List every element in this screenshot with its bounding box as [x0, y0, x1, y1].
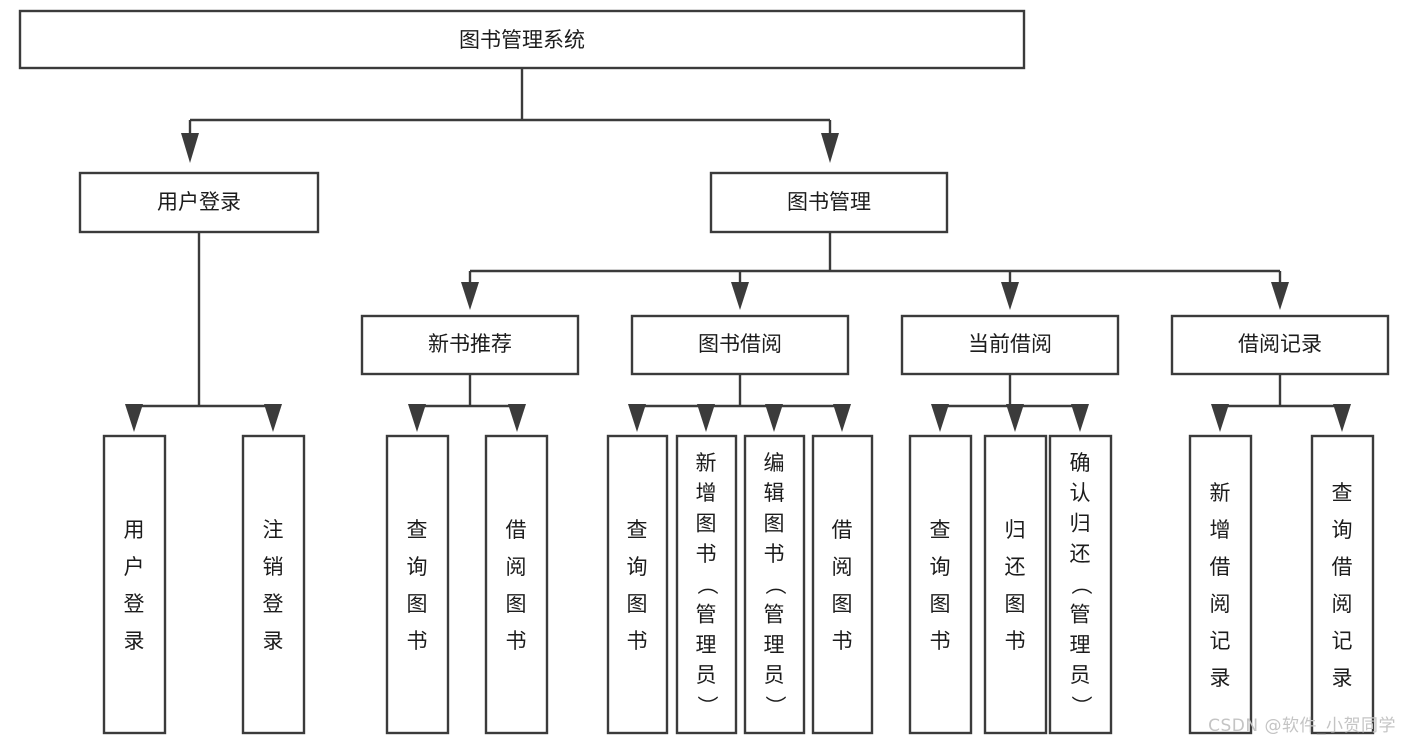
node-leaf-borrow-query-book[interactable]: 查询图书 [606, 434, 669, 735]
csdn-watermark: CSDN @软件_小贺同学 [1208, 716, 1396, 736]
leaf-records-query-record-label: 查询借阅记录 [1332, 481, 1353, 690]
leaf-recommend-query-book-label: 查询图书 [407, 518, 428, 653]
vertical-glyph: ） [695, 695, 719, 716]
node-borrow-records[interactable]: 借阅记录 [1170, 314, 1390, 376]
leaf-current-confirm-return-label: 确认归还管理员 [1070, 451, 1091, 687]
new-book-recommend-label: 新书推荐 [428, 332, 512, 356]
current-borrow-box [900, 314, 1120, 376]
leaf-recommend-borrow-book-box [484, 434, 549, 735]
leaf-borrow-query-book-label: 查询图书 [627, 518, 648, 653]
node-leaf-borrow-add-book[interactable]: 新增图书管理员 （ ） [675, 434, 738, 735]
arrow-to-leaf-borrow-query-book [628, 404, 646, 432]
leaf-user-login-label: 用户登录 [124, 518, 145, 653]
borrow-records-label: 借阅记录 [1238, 332, 1322, 356]
leaf-recommend-query-book-box [385, 434, 450, 735]
arrow-to-leaf-current-return-book [1006, 404, 1024, 432]
node-leaf-borrow-edit-book[interactable]: 编辑图书管理员 （ ） [743, 434, 806, 735]
arrow-to-book-borrow [731, 282, 749, 310]
vertical-glyph: （ [1069, 574, 1093, 595]
arrow-to-leaf-recommend-borrow-book [508, 404, 526, 432]
book-borrow-box [630, 314, 850, 376]
leaf-borrow-edit-book-label: 编辑图书管理员 [764, 451, 785, 687]
node-user-login[interactable]: 用户登录 [78, 171, 320, 234]
leaf-borrow-add-book-box [675, 434, 738, 735]
root-box [18, 9, 1026, 70]
arrow-to-borrow-records [1271, 282, 1289, 310]
node-leaf-current-return-book[interactable]: 归还图书 [983, 434, 1048, 735]
node-leaf-borrow-borrow-book[interactable]: 借阅图书 [811, 434, 874, 735]
user-login-box [78, 171, 320, 234]
borrow-records-box [1170, 314, 1390, 376]
leaf-current-return-book-box [983, 434, 1048, 735]
node-leaf-user-login[interactable]: 用户登录 [102, 434, 167, 735]
arrow-to-leaf-current-confirm-return [1071, 404, 1089, 432]
leaf-borrow-borrow-book-label: 借阅图书 [832, 518, 853, 653]
leaf-borrow-borrow-book-box [811, 434, 874, 735]
arrow-to-leaf-user-logout [264, 404, 282, 432]
leaf-user-login-box [102, 434, 167, 735]
leaf-records-add-record-box [1188, 434, 1253, 735]
leaf-borrow-query-book-box [606, 434, 669, 735]
node-book-management[interactable]: 图书管理 [709, 171, 949, 234]
node-new-book-recommend[interactable]: 新书推荐 [360, 314, 580, 376]
arrow-to-leaf-recommend-query-book [408, 404, 426, 432]
new-book-recommend-box [360, 314, 580, 376]
node-root[interactable]: 图书管理系统 [18, 9, 1026, 70]
vertical-glyph: （ [763, 574, 787, 595]
arrow-to-leaf-borrow-add-book [697, 404, 715, 432]
arrow-to-current-borrow [1001, 282, 1019, 310]
node-book-borrow[interactable]: 图书借阅 [630, 314, 850, 376]
node-leaf-current-confirm-return[interactable]: 确认归还管理员 （ ） [1048, 434, 1113, 735]
leaf-current-query-book-box [908, 434, 973, 735]
arrow-to-leaf-records-add-record [1211, 404, 1229, 432]
node-leaf-recommend-borrow-book[interactable]: 借阅图书 [484, 434, 549, 735]
leaf-borrow-add-book-label: 新增图书管理员 [696, 451, 717, 687]
arrow-to-leaf-current-query-book [931, 404, 949, 432]
leaf-current-confirm-return-box [1048, 434, 1113, 735]
leaf-records-add-record-label: 新增借阅记录 [1210, 481, 1231, 690]
vertical-glyph: （ [695, 574, 719, 595]
arrow-to-leaf-borrow-edit-book [765, 404, 783, 432]
book-borrow-label: 图书借阅 [698, 332, 782, 356]
arrow-to-leaf-borrow-borrow-book [833, 404, 851, 432]
user-login-label: 用户登录 [157, 190, 241, 214]
book-management-label: 图书管理 [787, 190, 871, 214]
arrow-to-leaf-records-query-record [1333, 404, 1351, 432]
leaf-current-return-book-label: 归还图书 [1005, 518, 1026, 653]
current-borrow-label: 当前借阅 [968, 332, 1052, 356]
leaf-borrow-edit-book-box [743, 434, 806, 735]
vertical-glyph: ） [1069, 695, 1093, 716]
leaf-recommend-borrow-book-label: 借阅图书 [506, 518, 527, 653]
node-leaf-recommend-query-book[interactable]: 查询图书 [385, 434, 450, 735]
vertical-glyph: ） [763, 695, 787, 716]
node-current-borrow[interactable]: 当前借阅 [900, 314, 1120, 376]
node-leaf-records-query-record[interactable]: 查询借阅记录 [1310, 434, 1375, 735]
node-leaf-records-add-record[interactable]: 新增借阅记录 [1188, 434, 1253, 735]
arrow-to-user-login [181, 133, 199, 163]
arrow-to-leaf-user-login [125, 404, 143, 432]
node-leaf-current-query-book[interactable]: 查询图书 [908, 434, 973, 735]
book-management-box [709, 171, 949, 234]
leaf-user-logout-box [241, 434, 306, 735]
node-leaf-user-logout[interactable]: 注销登录 [241, 434, 306, 735]
leaf-user-logout-label: 注销登录 [263, 518, 284, 653]
arrow-to-book-management [821, 133, 839, 163]
connector-layer [125, 68, 1351, 432]
arrow-to-new-book-recommend [461, 282, 479, 310]
leaf-current-query-book-label: 查询图书 [930, 518, 951, 653]
leaf-records-query-record-box [1310, 434, 1375, 735]
root-label: 图书管理系统 [459, 28, 585, 52]
